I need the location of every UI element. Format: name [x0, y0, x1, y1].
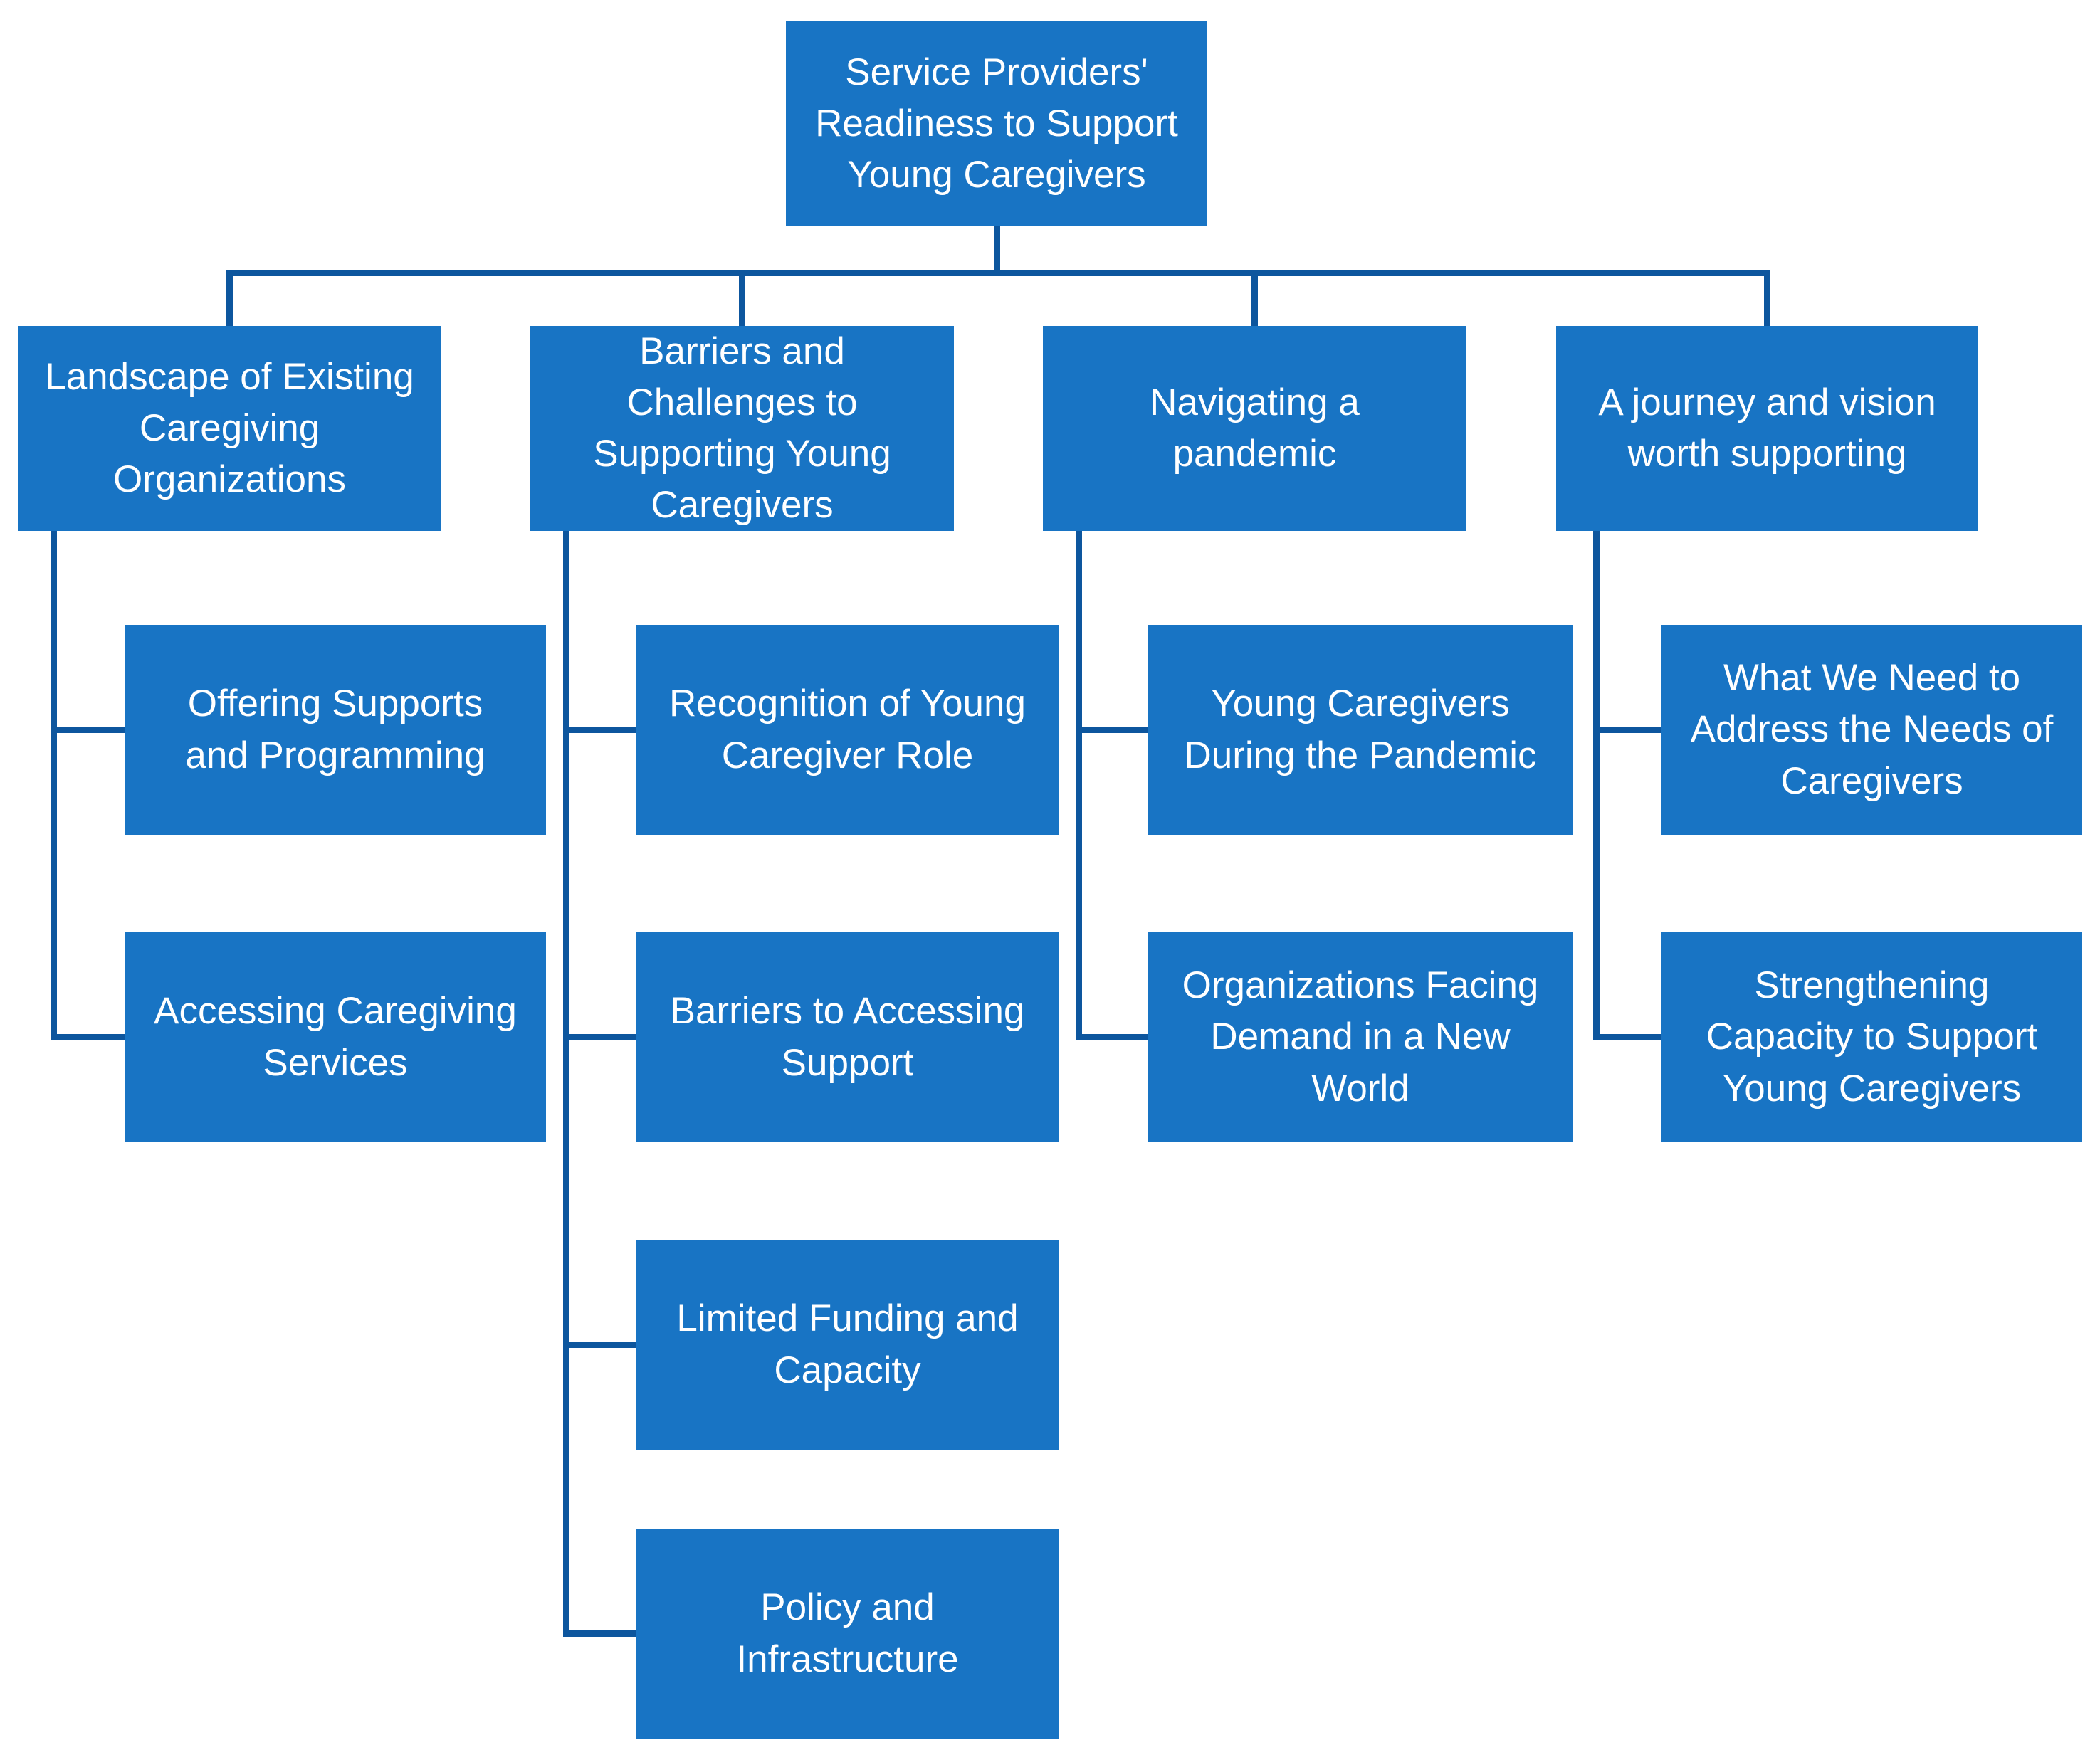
node-what-we-need: What We Need to Address the Needs of Car… [1661, 625, 2082, 835]
connector-to-accessing-services [51, 1034, 125, 1040]
node-journey-vision: A journey and vision worth supporting [1556, 326, 1978, 531]
node-policy-infrastructure: Policy and Infrastructure [636, 1529, 1059, 1739]
node-offering-supports-label: Offering Supports and Programming [185, 682, 485, 776]
node-navigating-pandemic: Navigating a pandemic [1043, 326, 1466, 531]
connector-to-org-demand [1076, 1034, 1148, 1040]
connector-to-recognition [563, 727, 636, 733]
connector-rail-to-branch-4 [1764, 276, 1770, 326]
node-barriers-challenges-label: Barriers and Challenges to Supporting Yo… [593, 330, 891, 527]
connector-to-yc-pandemic [1076, 727, 1148, 733]
node-accessing-services: Accessing Caregiving Services [125, 932, 546, 1142]
connector-branch-4-drop [1593, 531, 1600, 1040]
connector-top-rail [226, 270, 1770, 276]
node-orgs-facing-demand-label: Organizations Facing Demand in a New Wor… [1182, 964, 1539, 1109]
connector-branch-3-drop [1076, 531, 1082, 1040]
node-offering-supports: Offering Supports and Programming [125, 625, 546, 835]
connector-rail-to-branch-3 [1251, 276, 1258, 326]
node-recognition-role: Recognition of Young Caregiver Role [636, 625, 1059, 835]
node-recognition-role-label: Recognition of Young Caregiver Role [669, 682, 1026, 776]
node-what-we-need-label: What We Need to Address the Needs of Car… [1690, 657, 2054, 802]
connector-to-barriers-accessing [563, 1034, 636, 1040]
connector-to-offering-supports [51, 727, 125, 733]
node-yc-during-pandemic-label: Young Caregivers During the Pandemic [1184, 682, 1537, 776]
connector-branch-2-drop [563, 531, 569, 1637]
node-strengthening-capacity-label: Strengthening Capacity to Support Young … [1706, 964, 2038, 1109]
node-orgs-facing-demand: Organizations Facing Demand in a New Wor… [1148, 932, 1573, 1142]
node-accessing-services-label: Accessing Caregiving Services [154, 990, 517, 1084]
connector-branch-1-drop [51, 531, 57, 1040]
node-barriers-accessing-support-label: Barriers to Accessing Support [670, 990, 1025, 1084]
node-strengthening-capacity: Strengthening Capacity to Support Young … [1661, 932, 2082, 1142]
node-yc-during-pandemic: Young Caregivers During the Pandemic [1148, 625, 1573, 835]
connector-to-policy [563, 1630, 636, 1637]
node-limited-funding: Limited Funding and Capacity [636, 1240, 1059, 1450]
node-landscape-existing-orgs-label: Landscape of Existing Caregiving Organiz… [45, 355, 414, 501]
node-barriers-challenges: Barriers and Challenges to Supporting Yo… [530, 326, 954, 531]
node-barriers-accessing-support: Barriers to Accessing Support [636, 932, 1059, 1142]
connector-to-limited-funding [563, 1342, 636, 1348]
node-navigating-pandemic-label: Navigating a pandemic [1150, 381, 1360, 475]
connector-rail-to-branch-2 [739, 276, 745, 326]
connector-rail-to-branch-1 [226, 276, 233, 326]
connector-to-what-we-need [1593, 727, 1661, 733]
node-root-label: Service Providers' Readiness to Support … [815, 51, 1178, 196]
node-limited-funding-label: Limited Funding and Capacity [676, 1297, 1019, 1391]
connector-root-stub [994, 225, 1000, 273]
node-root: Service Providers' Readiness to Support … [786, 21, 1207, 226]
connector-to-strengthening [1593, 1034, 1661, 1040]
node-policy-infrastructure-label: Policy and Infrastructure [736, 1586, 959, 1680]
node-landscape-existing-orgs: Landscape of Existing Caregiving Organiz… [18, 326, 441, 531]
node-journey-vision-label: A journey and vision worth supporting [1598, 381, 1936, 475]
